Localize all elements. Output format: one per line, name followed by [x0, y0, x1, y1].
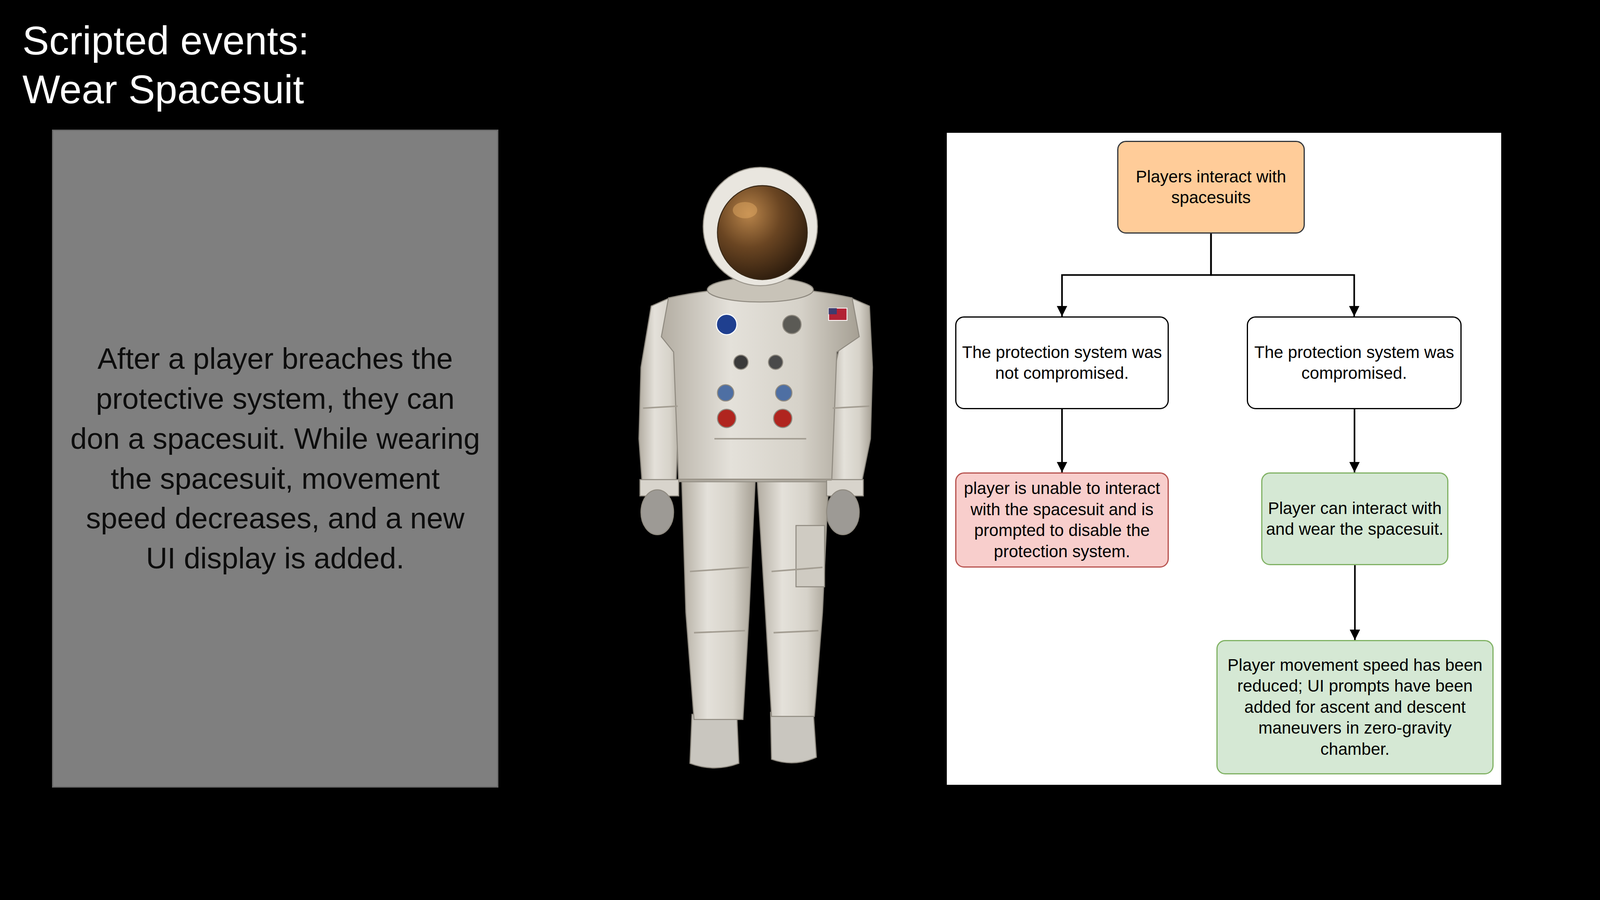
flow-arrow [1211, 233, 1355, 317]
node-text: After a player breaches the protective s… [69, 338, 482, 579]
visor-highlight [732, 202, 758, 219]
description-panel: After a player breaches the protective s… [52, 129, 499, 788]
node-text: Player can interact with and wear the sp… [1265, 498, 1444, 540]
flow-arrow [1354, 565, 1356, 640]
slide-title: Scripted events: Wear Spacesuit [22, 16, 363, 114]
mission-patch [782, 315, 802, 334]
torso [661, 287, 860, 482]
chest-connector [733, 355, 748, 370]
flag-canton [828, 308, 837, 314]
chest-connector [717, 409, 736, 428]
astronaut-illustration [632, 163, 878, 776]
nasa-patch [716, 314, 737, 335]
right-glove [826, 490, 860, 535]
node-text: player is unable to interact with the sp… [959, 478, 1165, 562]
condition-box: The protection system was not compromise… [955, 316, 1169, 410]
chest-connector [773, 409, 792, 428]
flow-arrow [1062, 233, 1212, 317]
chest-connector [768, 355, 783, 370]
flow-arrow [1353, 409, 1356, 473]
blocked-result-box: player is unable to interact with the sp… [955, 472, 1169, 568]
right-leg [757, 479, 829, 717]
chest-connector [775, 384, 792, 402]
condition-box: The protection system was compromised. [1246, 316, 1462, 410]
left-boot [690, 714, 739, 768]
flow-arrow [1061, 409, 1063, 473]
node-text: The protection system was compromised. [1251, 342, 1458, 384]
node-text: Players interact with spacesuits [1122, 166, 1300, 209]
node-text: Player movement speed has been reduced; … [1221, 654, 1489, 760]
helmet-visor [717, 185, 808, 280]
left-leg [681, 479, 756, 720]
effect-box: Player movement speed has been reduced; … [1216, 640, 1494, 775]
right-boot [770, 712, 817, 763]
belt-line [678, 478, 832, 481]
start-box: Players interact with spacesuits [1117, 140, 1305, 234]
flag-patch [828, 308, 848, 321]
thigh-pocket [796, 525, 825, 587]
suit-folds [643, 406, 870, 633]
helmet-shell [703, 167, 818, 286]
allowed-result-box: Player can interact with and wear the sp… [1261, 472, 1449, 566]
left-glove [640, 490, 674, 535]
chest-connector [717, 384, 734, 402]
astronaut-figure [638, 167, 873, 768]
node-text: The protection system was not compromise… [959, 342, 1165, 384]
